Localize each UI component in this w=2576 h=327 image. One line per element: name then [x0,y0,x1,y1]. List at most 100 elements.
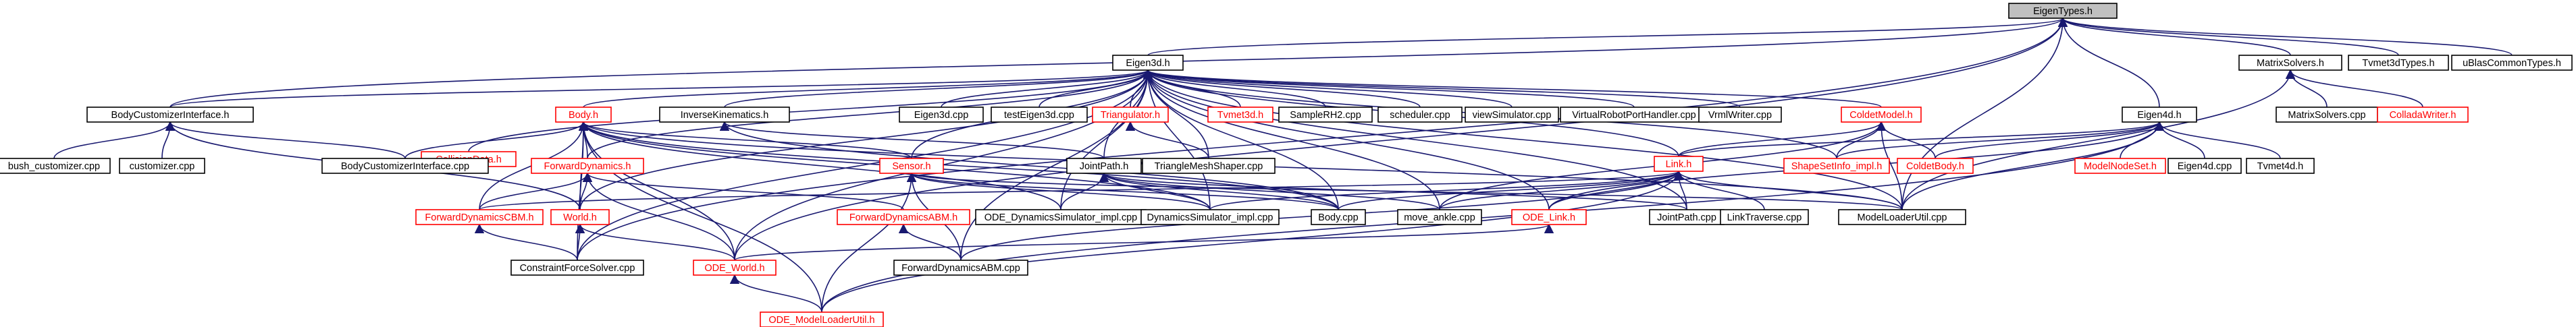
file-node-dynsim[interactable]: DynamicsSimulator_impl.cpp [1140,209,1280,225]
file-node-triangulator[interactable]: Triangulator.h [1092,107,1169,123]
file-node-box [991,107,1088,123]
file-node-inversekin[interactable]: InverseKinematics.h [659,107,790,123]
file-node-fwdcbm[interactable]: ForwardDynamicsCBM.h [415,209,544,225]
file-node-fwddyn[interactable]: ForwardDynamics.h [531,158,644,174]
file-node-odelink[interactable]: ODE_Link.h [1511,209,1587,225]
file-node-label: JointPath.h [1080,161,1129,172]
file-node-box [693,260,777,276]
file-node-trimesh[interactable]: TriangleMeshShaper.cpp [1142,158,1276,174]
file-node-fwdabm_cpp[interactable]: ForwardDynamicsABM.cpp [893,260,1028,276]
file-node-modelnodeset[interactable]: ModelNodeSet.h [2074,158,2166,174]
file-node-bush[interactable]: bush_customizer.cpp [0,158,111,174]
file-node-shapesetinfo[interactable]: ShapeSetInfo_impl.h [1783,158,1890,174]
dependency-edge-eigen3d-modelloaderutil [1142,69,1903,210]
file-node-label: ColladaWriter.h [2390,110,2456,121]
file-node-label: move_ankle.cpp [1404,212,1475,223]
file-node-box [899,107,984,123]
file-node-label: testEigen3d.cpp [1004,110,1074,121]
dependency-edge-eigen3d-vrph [1143,69,1635,108]
file-node-coldetbody[interactable]: ColdetBody.h [1897,158,1974,174]
file-node-ode_dynsim[interactable]: ODE_DynamicsSimulator_impl.cpp [975,209,1147,225]
file-node-world_h[interactable]: World.h [550,209,610,225]
file-node-label: ModelNodeSet.h [2084,161,2157,172]
dependency-edge-link_h-linktraverse [1673,170,1765,210]
file-node-tvmet4d[interactable]: Tvmet4d.h [2246,158,2315,174]
file-node-label: Eigen4d.cpp [2178,161,2232,172]
file-node-constraint[interactable]: ConstraintForceSolver.cpp [510,260,644,276]
file-node-label: Sensor.h [892,161,930,172]
file-node-eigen4d[interactable]: Eigen4d.h [2122,107,2197,123]
dependency-edge-eigentypes-eigen4d [2057,17,2160,108]
dependency-edge-bodycustomizer_h-bodycustomizer_cpp [165,121,406,159]
file-node-box [2008,3,2118,19]
file-node-matrixsolvers_h[interactable]: MatrixSolvers.h [2238,55,2342,71]
file-node-customizer[interactable]: customizer.cpp [119,158,205,174]
dependency-edge-coldetmodel-modelloaderutil [1876,121,1903,210]
file-node-tvmet3dtypes[interactable]: Tvmet3dTypes.h [2348,55,2449,71]
dependency-edge-eigentypes-odeworld [734,17,2068,261]
dependency-edge-bodycustomizer_h-bush [53,121,176,159]
dependency-edge-world_h-odeworld [575,223,735,261]
dependency-edge-fwddyn-fwdabm_h [583,172,904,210]
dependency-edge-eigen3d-vrmlwriter [1143,69,1741,108]
file-node-box [1278,107,1373,123]
file-node-ode_mlu[interactable]: ODE_ModelLoaderUtil.h [760,311,884,327]
file-node-label: TriangleMeshShaper.cpp [1155,161,1263,172]
file-node-box [1841,107,1922,123]
dependency-edge-link_h-fwdcbm [479,170,1683,210]
file-node-matrixsolvers_cpp[interactable]: MatrixSolvers.cpp [2276,107,2378,123]
dependency-edge-eigen4d-coldetbody [1935,121,2165,159]
file-node-label: LinkTraverse.cpp [1727,212,1802,223]
file-node-bodycustomizer_cpp[interactable]: BodyCustomizerInterface.cpp [321,158,489,174]
file-node-moveankle[interactable]: move_ankle.cpp [1397,209,1482,225]
file-node-eigen4dcpp[interactable]: Eigen4d.cpp [2167,158,2242,174]
file-node-tvmet3d[interactable]: Tvmet3d.h [1207,107,1273,123]
dependency-edge-body_h-odeworld [578,121,735,261]
file-node-box [1112,55,1184,71]
dependency-edge-matrixsolvers_h-modelloaderutil [1901,69,2296,210]
file-node-testeigen3d[interactable]: testEigen3d.cpp [991,107,1088,123]
dependency-edge-eigentypes-constraint [577,17,2068,261]
file-node-sensor[interactable]: Sensor.h [879,158,944,174]
file-node-label: Eigen3d.h [1126,58,1169,69]
file-node-linktraverse[interactable]: LinkTraverse.cpp [1720,209,1809,225]
file-node-modelloaderutil[interactable]: ModelLoaderUtil.cpp [1838,209,1966,225]
file-node-viewsim[interactable]: viewSimulator.cpp [1465,107,1559,123]
file-node-eigen3d[interactable]: Eigen3d.h [1112,55,1184,71]
file-node-link_h[interactable]: Link.h [1654,156,1704,172]
file-node-odeworld[interactable]: ODE_World.h [693,260,777,276]
file-node-coldetmodel[interactable]: ColdetModel.h [1841,107,1922,123]
dependency-edge-eigen4d-eigen4dcpp [2154,121,2205,159]
file-node-body_h[interactable]: Body.h [555,107,612,123]
dependency-edge-fwdabm_h-fwdabm_cpp [898,223,962,261]
file-node-box [659,107,790,123]
file-node-label: BodyCustomizerInterface.h [111,110,230,121]
file-node-colladawriter[interactable]: ColladaWriter.h [2377,107,2469,123]
file-node-ublas[interactable]: uBlasCommonTypes.h [2451,55,2573,71]
dependency-edge-jointpath_h-bodycpp [1099,172,1339,210]
file-node-jointpath_h[interactable]: JointPath.h [1066,158,1142,174]
file-node-vrmlwriter[interactable]: VrmlWriter.cpp [1698,107,1782,123]
file-node-box [1092,107,1169,123]
file-node-box [1783,158,1890,174]
file-node-vrph[interactable]: VirtualRobotPortHandler.cpp [1560,107,1708,123]
file-node-label: Body.cpp [1318,212,1358,223]
file-node-box [1511,209,1587,225]
file-node-eigentypes[interactable]: EigenTypes.h [2008,3,2118,19]
file-node-label: Link.h [1666,159,1692,170]
file-node-fwdabm_h[interactable]: ForwardDynamicsABM.h [837,209,970,225]
file-node-eigen3dcpp[interactable]: Eigen3d.cpp [899,107,984,123]
dependency-edge-body_h-ode_mlu [578,121,822,313]
file-node-bodycpp[interactable]: Body.cpp [1311,209,1366,225]
file-node-jointpathcpp[interactable]: JointPath.cpp [1649,209,1725,225]
file-node-label: Tvmet4d.h [2257,161,2304,172]
file-node-label: ODE_DynamicsSimulator_impl.cpp [984,212,1137,223]
file-node-label: Tvmet3d.h [1217,110,1264,121]
file-node-label: Eigen3d.cpp [914,110,969,121]
file-node-box [837,209,970,225]
file-node-bodycustomizer_h[interactable]: BodyCustomizerInterface.h [86,107,254,123]
file-node-samplerh2[interactable]: SampleRH2.cpp [1278,107,1373,123]
dependency-edge-eigen4d-shapesetinfo [1836,121,2164,159]
file-node-scheduler[interactable]: scheduler.cpp [1377,107,1463,123]
file-node-box [2167,158,2242,174]
